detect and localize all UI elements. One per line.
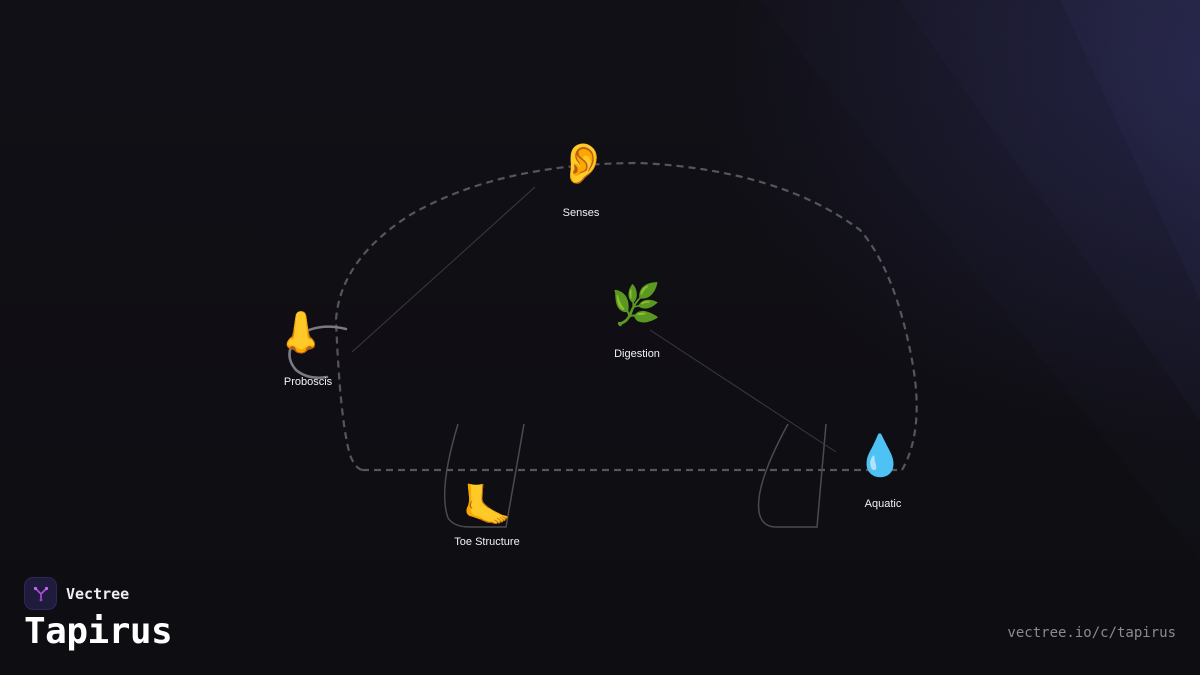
node-label-senses: Senses	[562, 207, 600, 219]
node-label-aquatic: Aquatic	[864, 498, 902, 510]
page-title: Tapirus	[24, 611, 173, 652]
hind-leg	[757, 423, 827, 528]
ear-icon[interactable]: 👂	[558, 141, 608, 187]
page-url[interactable]: vectree.io/c/tapirus	[1007, 625, 1176, 641]
connector-digestion-aquatic	[649, 329, 837, 453]
nose-icon[interactable]: 👃	[276, 310, 326, 356]
node-label-toe-structure: Toe Structure	[454, 536, 520, 548]
front-leg	[443, 423, 525, 528]
herb-icon[interactable]: 🌿	[611, 282, 661, 328]
brand-name: Vectree	[66, 584, 130, 603]
node-label-proboscis: Proboscis	[283, 376, 333, 388]
connector-senses-proboscis	[351, 186, 536, 353]
brand: Vectree	[24, 577, 129, 610]
body-outline	[334, 161, 918, 472]
node-label-digestion: Digestion	[614, 348, 660, 360]
tree-branch-icon	[24, 577, 57, 610]
droplet-icon[interactable]: 💧	[855, 433, 905, 479]
foot-icon[interactable]: 🦶	[462, 483, 512, 529]
proboscis-curl	[288, 325, 348, 379]
